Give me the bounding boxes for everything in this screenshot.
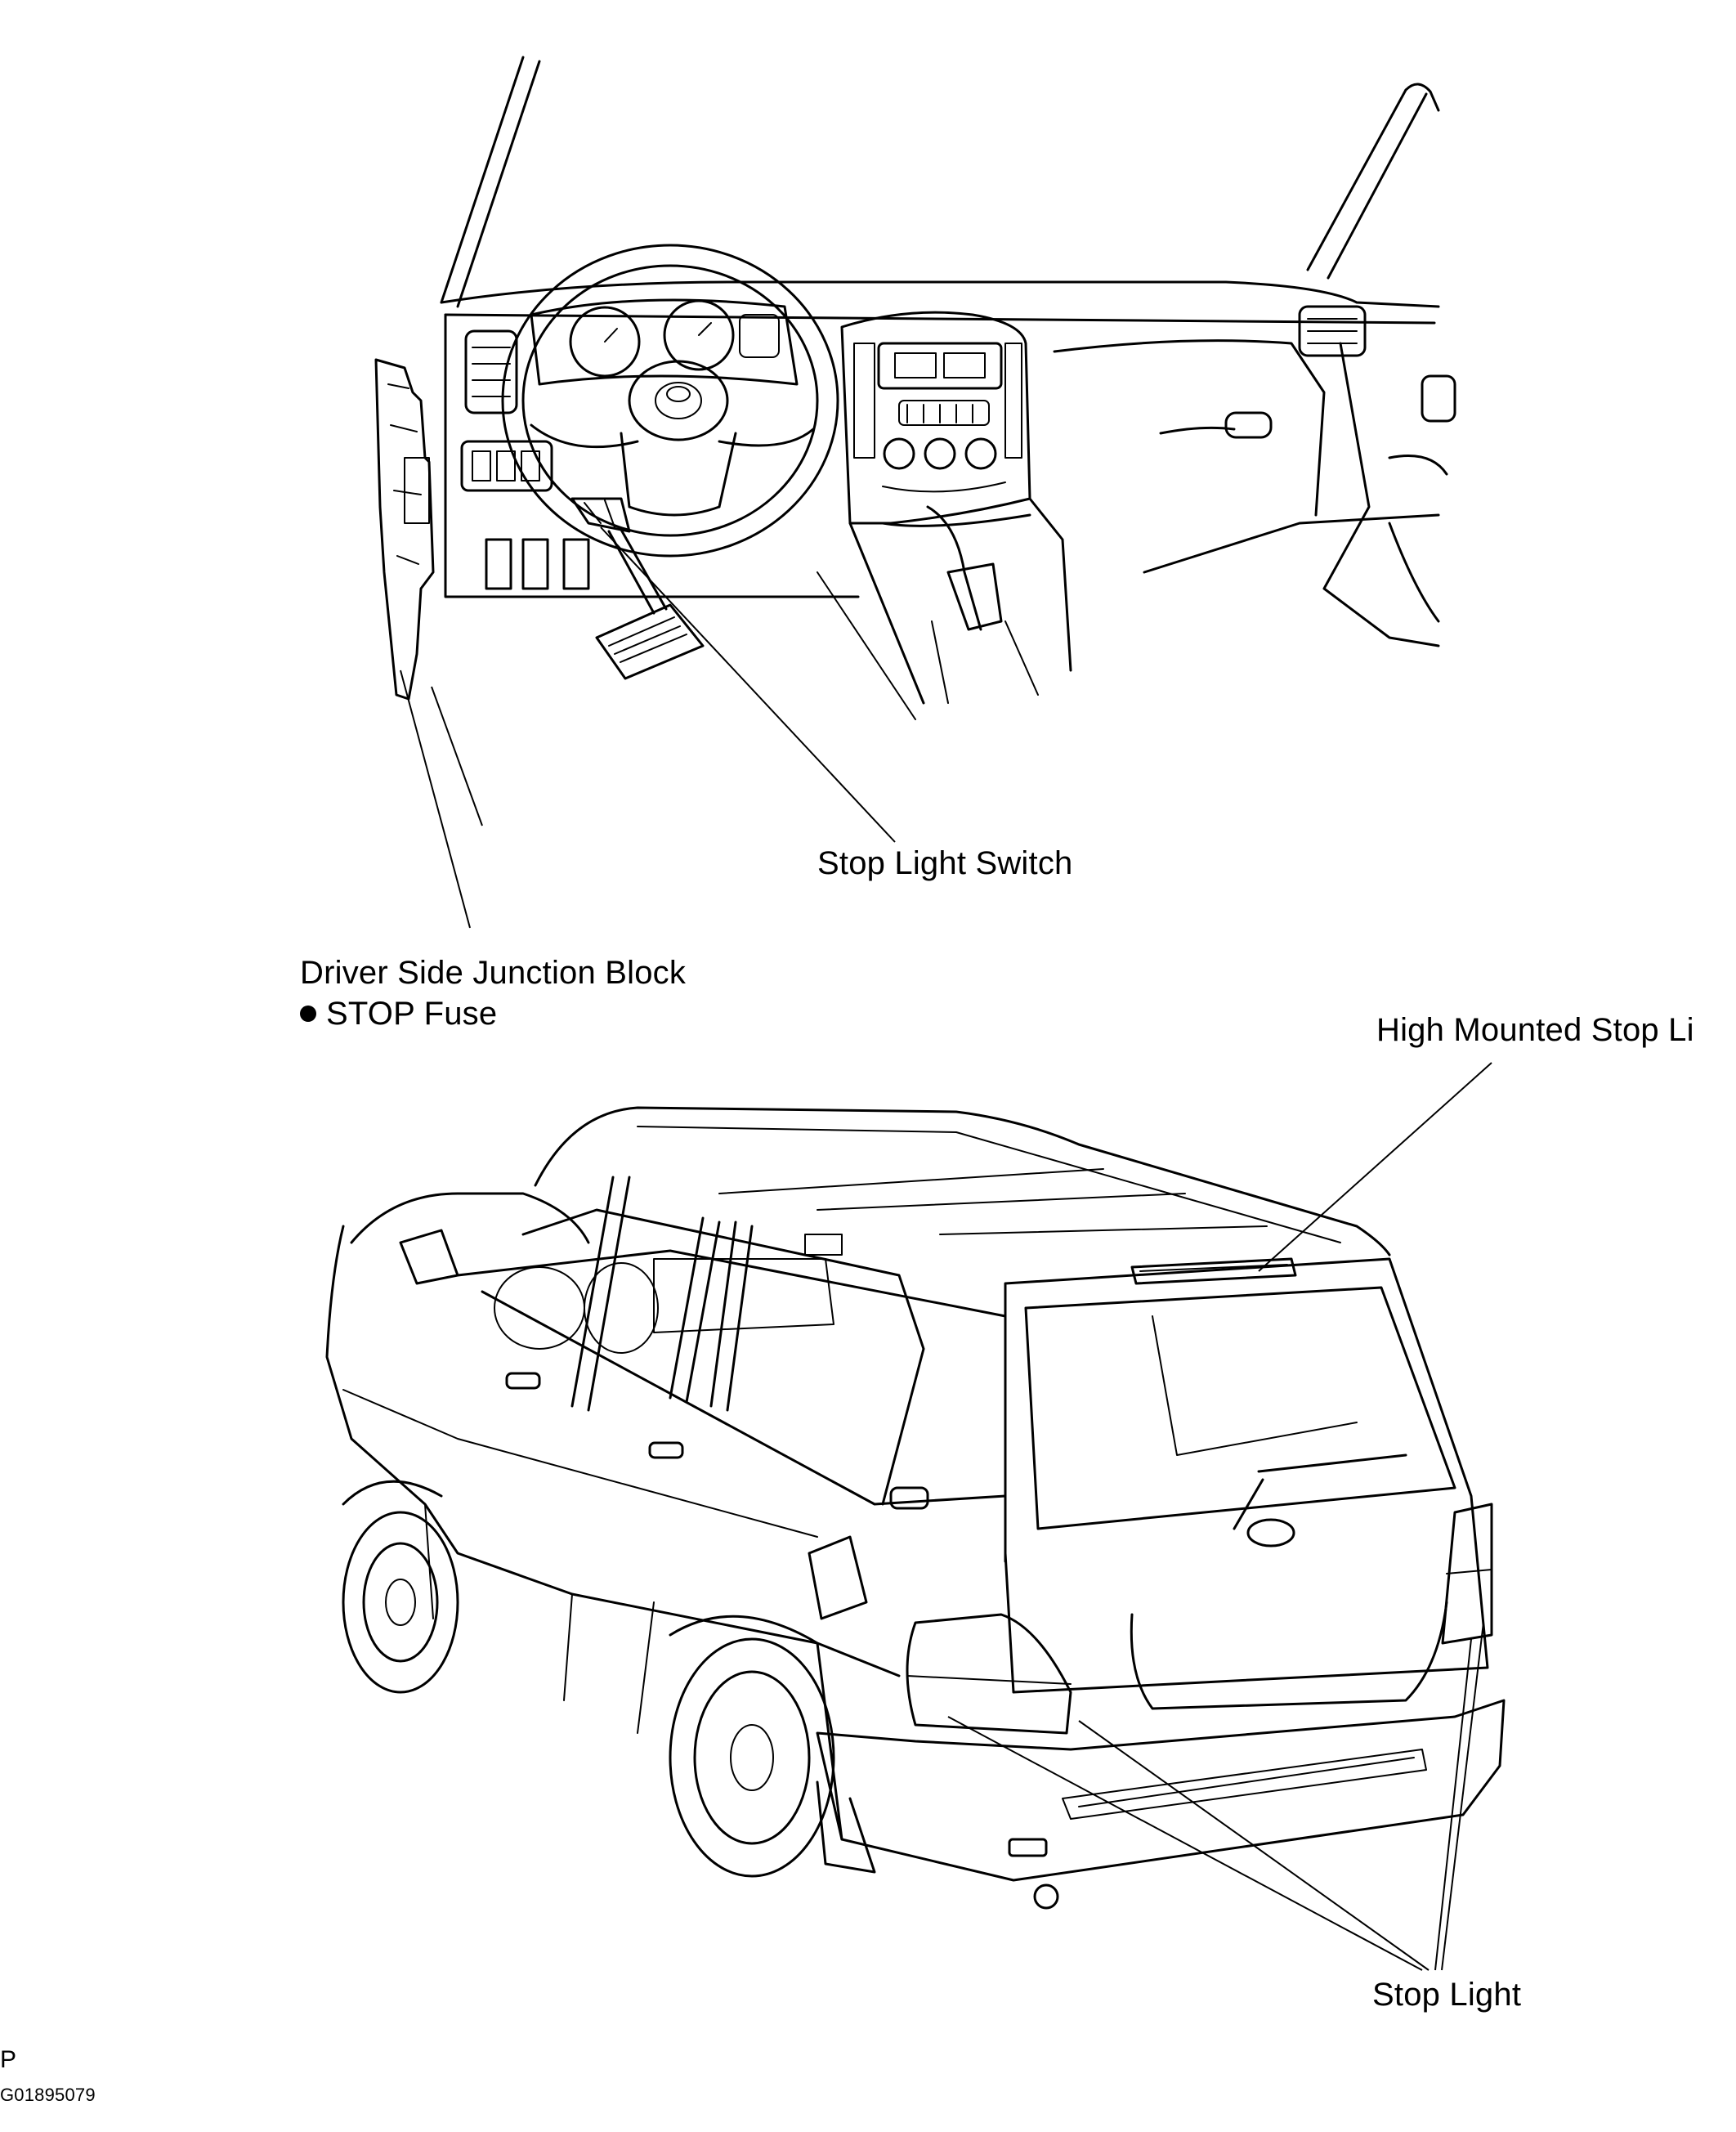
stop-fuse-text: STOP Fuse <box>326 996 498 1032</box>
high-mounted-stop-light-leader <box>1258 1062 1492 1272</box>
right-tail-light <box>1441 1503 1493 1645</box>
dashboard-illustration <box>440 56 1456 720</box>
page-marker: P <box>0 2046 17 2073</box>
driver-side-junction-block <box>374 358 435 701</box>
stop-fuse-label: STOP Fuse <box>300 997 497 1030</box>
stop-light-switch-leader <box>600 526 896 843</box>
junction-block-leader <box>400 670 471 929</box>
bullet-dot-icon <box>300 1006 316 1022</box>
left-tail-light <box>906 1613 1072 1735</box>
high-mounted-stop-light-label: High Mounted Stop Li <box>1376 1012 1694 1048</box>
stop-light-leader <box>947 1716 1423 1971</box>
stop-light-label: Stop Light <box>1372 1977 1522 2013</box>
vehicle-illustration <box>325 1106 1506 1910</box>
driver-side-junction-block-label: Driver Side Junction Block <box>300 955 687 991</box>
stop-light-switch-label: Stop Light Switch <box>817 845 1073 881</box>
figure-code: G01895079 <box>0 2085 96 2105</box>
